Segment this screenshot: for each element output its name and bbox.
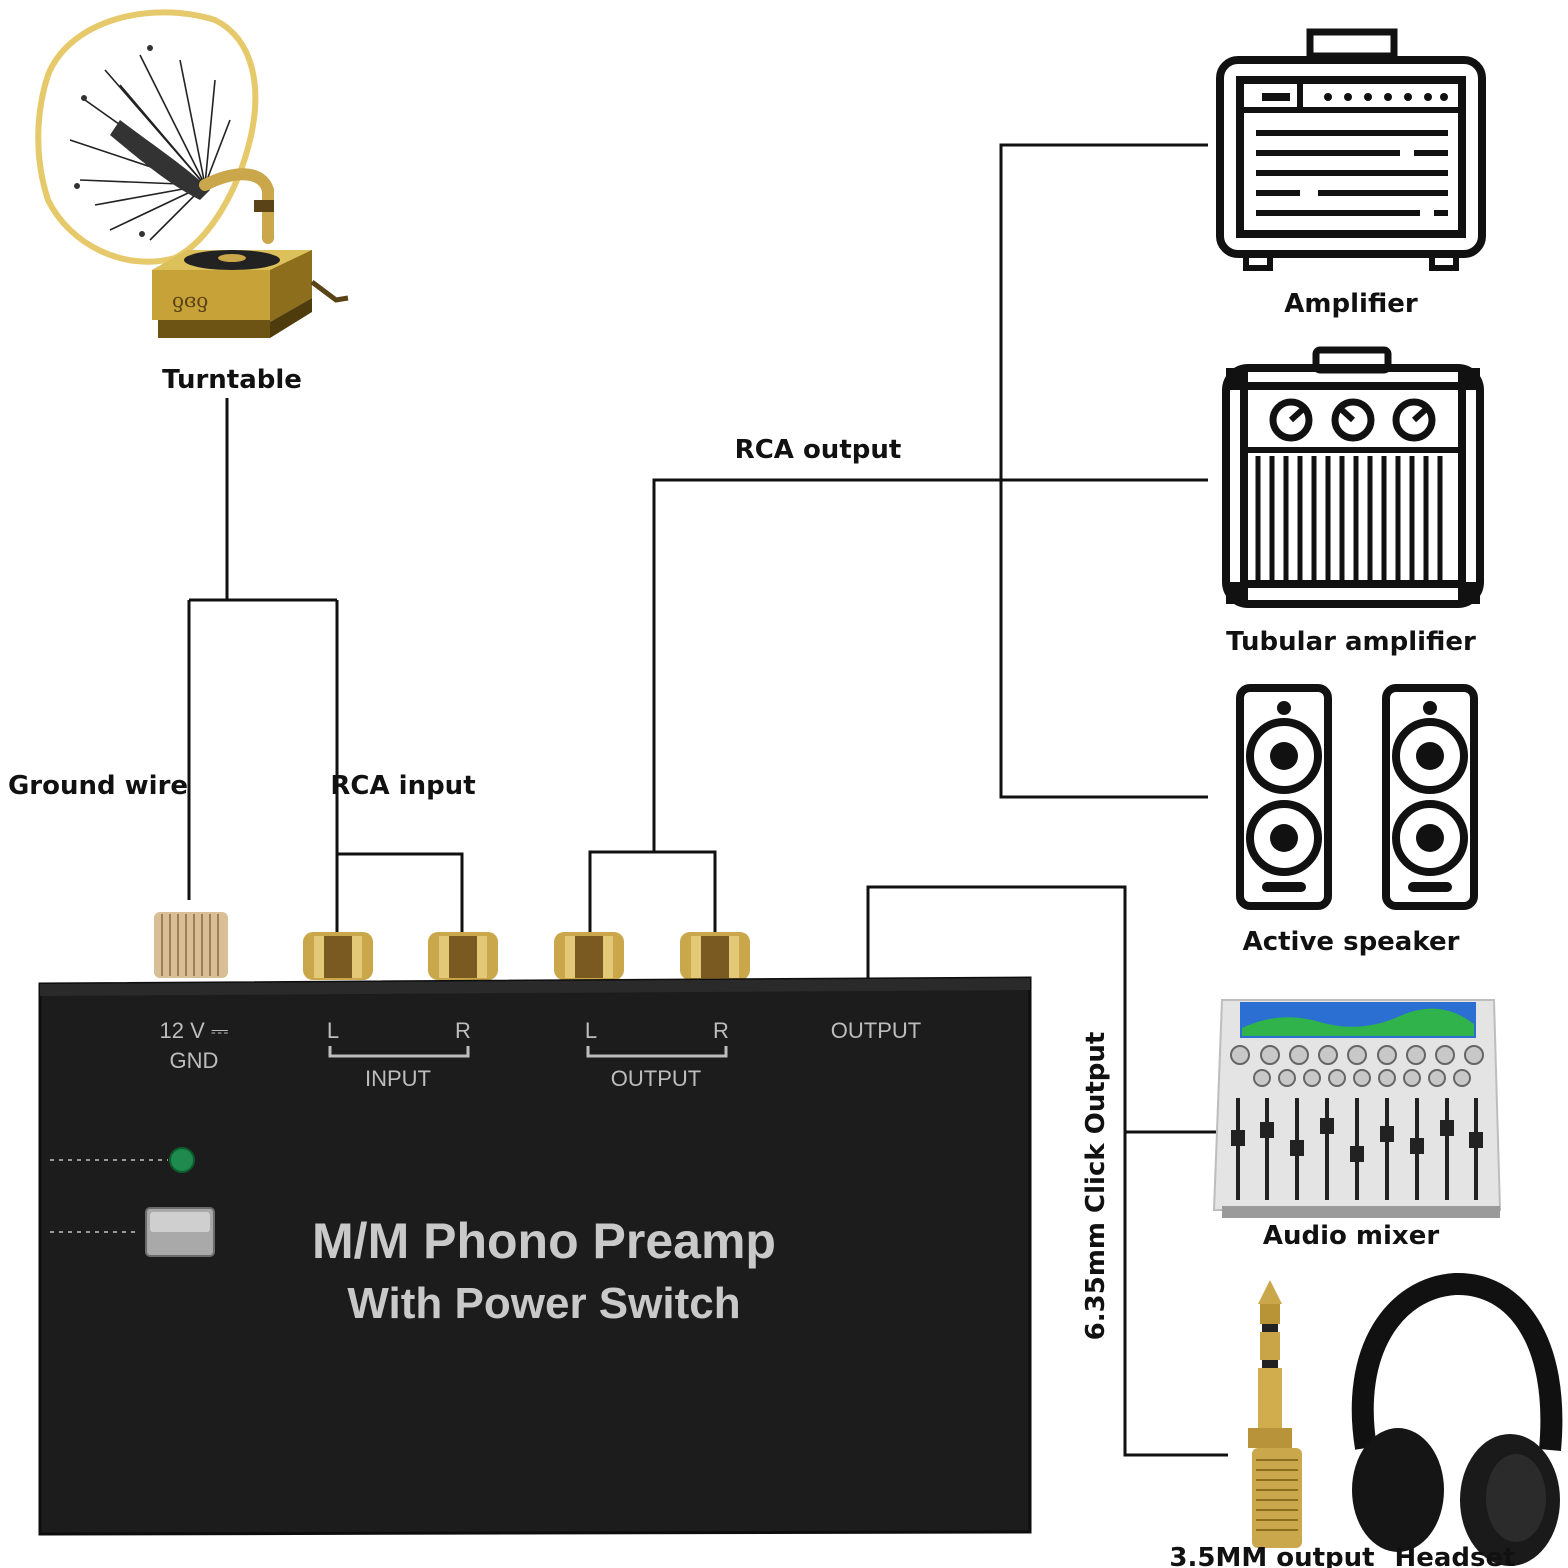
- headphone-output-label: OUTPUT: [831, 1018, 921, 1043]
- wires: [187, 143, 1228, 1457]
- active-speaker-label: Active speaker: [1243, 927, 1460, 957]
- rca-output-right-jack: [680, 932, 750, 980]
- gnd-terminal: [154, 912, 228, 978]
- device-title-line1: M/M Phono Preamp: [312, 1213, 776, 1269]
- rca-output-left-jack: [554, 932, 624, 980]
- headset-label: Headset: [1394, 1543, 1515, 1568]
- amplifier-icon: [1216, 28, 1486, 271]
- input-label: INPUT: [365, 1066, 431, 1091]
- mm-output-label: 3.5MM output: [1169, 1543, 1374, 1568]
- device-title-line2: With Power Switch: [347, 1279, 740, 1328]
- rca-output-split-wire: [588, 850, 717, 935]
- svg-text:ƍɞƍ: ƍɞƍ: [172, 288, 208, 313]
- rca-output-label: RCA output: [735, 435, 902, 465]
- click-output-label: 6.35mm Click Output: [1081, 1032, 1111, 1341]
- click-output-wire: [866, 885, 1228, 1457]
- audio-mixer-label: Audio mixer: [1263, 1221, 1439, 1251]
- amplifier-label: Amplifier: [1284, 289, 1418, 319]
- ground-wire-label: Ground wire: [8, 771, 188, 801]
- turntable-label: Turntable: [162, 365, 302, 395]
- output-right-label: R: [713, 1018, 729, 1043]
- headset-icon: [1351, 1272, 1563, 1566]
- tubular-amplifier-label: Tubular amplifier: [1226, 627, 1476, 657]
- rca-input-right-jack: [428, 932, 498, 980]
- preamp-device: [38, 912, 1032, 1536]
- input-right-label: R: [455, 1018, 471, 1043]
- output-left-label: L: [585, 1018, 597, 1043]
- rca-input-label: RCA input: [330, 771, 475, 801]
- output-label: OUTPUT: [611, 1066, 701, 1091]
- active-speaker-icon: [1236, 684, 1478, 910]
- input-left-label: L: [327, 1018, 339, 1043]
- rca-output-wire: [652, 478, 1208, 852]
- turntable-icon: ƍɞƍ: [35, 9, 349, 338]
- power-led: [169, 1147, 195, 1173]
- power-label: 12 V ⎓: [160, 1018, 229, 1043]
- rca-input-left-jack: [303, 932, 373, 980]
- tubular-amplifier-corners: [1226, 368, 1480, 604]
- tubular-amplifier-icon: [1222, 346, 1484, 608]
- amplifier-dots: [1324, 93, 1448, 101]
- adapter-plug-icon: [1248, 1280, 1302, 1548]
- amplifier-bus-wire: [999, 143, 1208, 799]
- audio-mixer-icon: [1212, 999, 1502, 1218]
- gnd-label: GND: [170, 1048, 219, 1073]
- rca-input-split-wire: [337, 852, 464, 935]
